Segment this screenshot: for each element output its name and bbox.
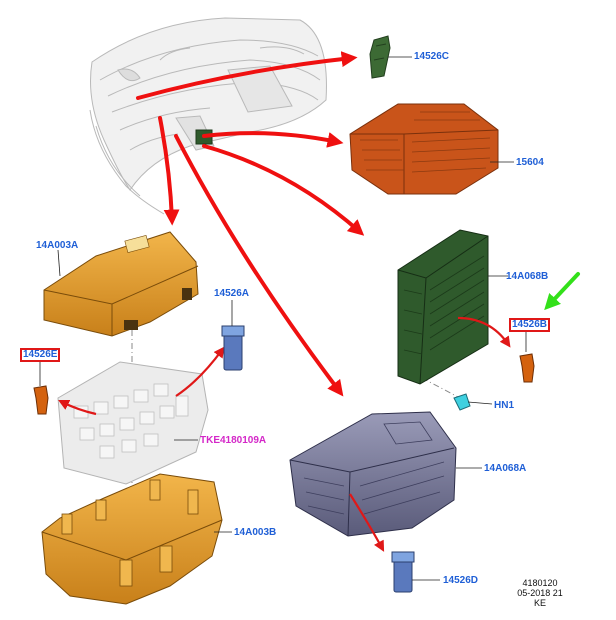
fuse-14526d (391, 551, 415, 593)
arrow-to-14526b (457, 316, 511, 348)
alignment-lines (131, 330, 461, 500)
fuse-14526e-left (33, 385, 49, 415)
label-hn1: HN1 (494, 400, 515, 411)
arrow-to-14a068b (202, 144, 365, 236)
dashboard-illustration (89, 17, 327, 215)
reference-block: 4180120 05-2018 21 KE (508, 578, 572, 608)
label-tke4180109a: TKE4180109A (200, 435, 267, 446)
relay-14526c (369, 35, 391, 79)
connector-hn1 (453, 393, 471, 411)
fuse-panel-tke4180109a (57, 361, 209, 485)
fuse-box-housing-14a003b (41, 473, 223, 605)
module-15604 (349, 103, 499, 195)
leader-lines (39, 56, 527, 581)
arrow-to-14526d (349, 493, 385, 552)
label-14a003b: 14A003B (234, 527, 277, 538)
arrow-to-14526c (136, 51, 358, 100)
reference-line-3: KE (533, 598, 546, 608)
green-pointer-arrow (544, 272, 580, 311)
module-14a068a (289, 411, 457, 537)
label-15604: 15604 (516, 157, 544, 168)
label-14a068b: 14A068B (506, 271, 549, 282)
module-14a068b (397, 229, 489, 385)
label-14a003a: 14A003A (36, 240, 79, 251)
label-14526c: 14526C (414, 51, 450, 62)
reference-line-1: 4180120 (522, 578, 558, 588)
reference-line-2: 05-2018 21 (517, 588, 563, 598)
fuse-panel-arrows (58, 346, 225, 416)
label-14526a: 14526A (214, 288, 250, 299)
fuse-14526a (221, 325, 245, 371)
fuse-box-cover-14a003a (43, 231, 199, 337)
location-arrows (136, 51, 365, 397)
label-14526d: 14526D (443, 575, 479, 586)
label-14526b: 14526B (509, 318, 551, 332)
arrow-to-14a068a (174, 134, 344, 397)
arrow-to-15604 (202, 131, 344, 148)
label-14a068a: 14A068A (484, 463, 527, 474)
fuse-14526b-right (519, 353, 535, 383)
label-14526e: 14526E (20, 348, 61, 362)
arrow-to-14a003a (158, 116, 180, 226)
